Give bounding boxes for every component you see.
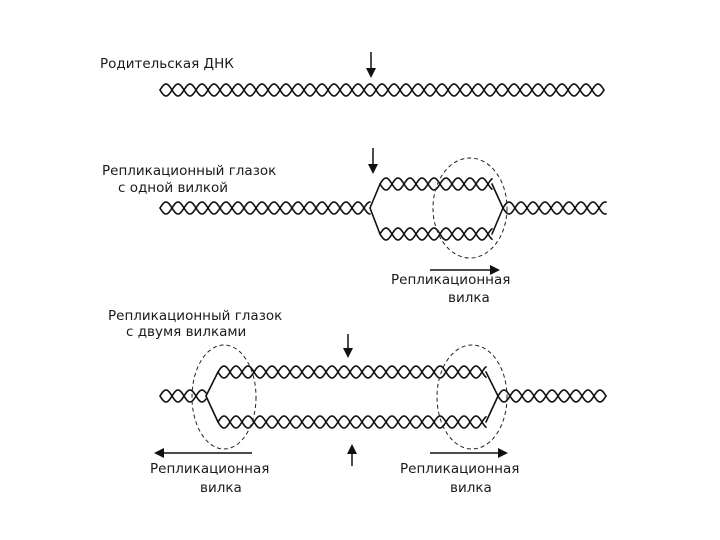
single-fork-eye-label-line2: с одной вилкой xyxy=(118,180,228,196)
parental-dna-label: Родительская ДНК xyxy=(100,56,234,72)
panel-double-fork-eye: Репликационный глазок с двумя вилками Ре… xyxy=(108,308,606,496)
double-fork-eye-label-line1: Репликационный глазок xyxy=(108,308,282,324)
left-fork-label-line2: вилка xyxy=(200,480,242,496)
origin-marker-arrow-1 xyxy=(366,52,376,78)
right-fork-upper-join xyxy=(486,372,498,396)
eye-left-upper-join xyxy=(370,184,380,208)
parental-dna-helix xyxy=(160,84,604,96)
replication-fork-label-line2: вилка xyxy=(448,290,490,306)
right-fork-direction-arrow xyxy=(430,448,508,458)
replication-fork-ring xyxy=(433,158,507,258)
panel-single-fork-eye: Репликационный глазок с одной вилкой Реп… xyxy=(102,148,606,306)
single-fork-eye-label-line1: Репликационный глазок xyxy=(102,163,276,179)
right-outer-duplex-strand-a xyxy=(498,390,606,402)
replication-fork-label-line1: Репликационная xyxy=(391,272,510,288)
right-fork-lower-join xyxy=(486,396,498,422)
parental-duplex-strand-a xyxy=(160,84,604,96)
left-fork-upper-join xyxy=(206,372,218,396)
double-fork-eye-label-line2: с двумя вилками xyxy=(126,324,246,340)
origin-marker-arrow-bottom xyxy=(347,444,357,466)
eye-right-lower-join xyxy=(492,208,503,234)
right-outer-duplex-strand-b xyxy=(498,390,606,402)
right-fork-label-line2: вилка xyxy=(450,480,492,496)
origin-marker-arrow-2 xyxy=(368,148,378,174)
eye-left-lower-join xyxy=(370,208,380,234)
double-fork-eye-helix xyxy=(160,366,606,428)
right-fork-label-line1: Репликационная xyxy=(400,461,519,477)
left-replication-fork-ring xyxy=(192,345,256,449)
panel-parental-dna: Родительская ДНК xyxy=(100,52,604,96)
right-replication-fork-ring xyxy=(437,345,507,449)
origin-marker-arrow-top xyxy=(343,334,353,358)
left-fork-lower-join xyxy=(206,396,218,422)
parental-duplex-strand-b xyxy=(160,84,604,96)
eye-right-upper-join xyxy=(492,184,503,208)
left-fork-direction-arrow xyxy=(154,448,252,458)
left-fork-label-line1: Репликационная xyxy=(150,461,269,477)
